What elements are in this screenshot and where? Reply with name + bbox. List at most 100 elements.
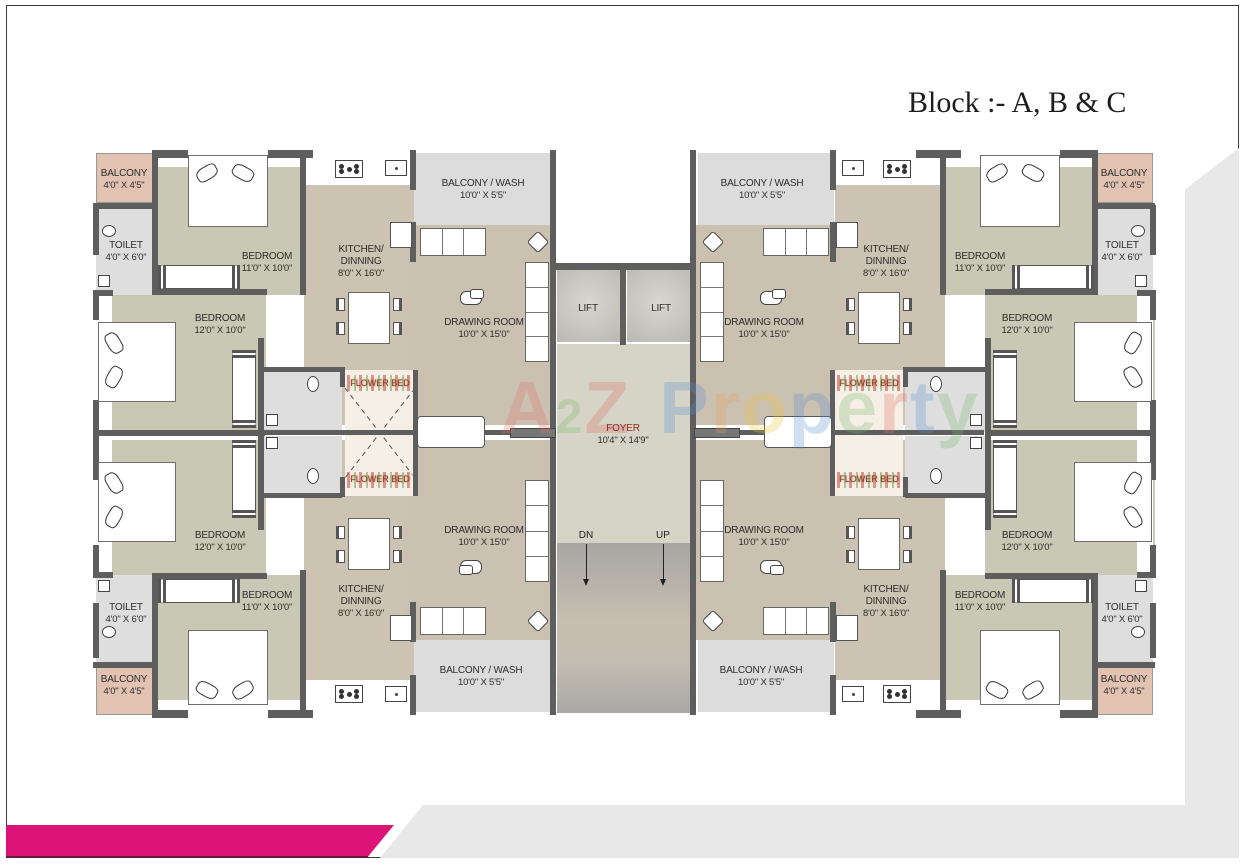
wall xyxy=(916,150,961,158)
wall xyxy=(620,265,626,345)
wall xyxy=(1060,150,1096,158)
chair-icon xyxy=(846,322,855,335)
wardrobe-tr-2 xyxy=(993,350,1017,428)
wall xyxy=(152,573,158,718)
wall xyxy=(410,222,416,262)
coffee-table-icon xyxy=(772,289,786,299)
washbasin-icon xyxy=(266,437,278,449)
chair-icon xyxy=(846,298,855,311)
washbasin-icon xyxy=(970,414,982,426)
wc-icon xyxy=(102,225,116,237)
stove-icon xyxy=(335,685,363,703)
wall xyxy=(93,572,113,578)
wall xyxy=(152,289,267,295)
wall xyxy=(1095,662,1155,668)
sofa-bl-side xyxy=(525,480,549,582)
wall xyxy=(916,710,961,718)
wc-icon xyxy=(1131,626,1145,638)
wall xyxy=(152,573,267,579)
dining-table-tl xyxy=(348,292,390,344)
decorative-grey-band xyxy=(380,805,1239,858)
wall xyxy=(413,370,418,496)
chair-icon xyxy=(336,550,345,563)
chair-icon xyxy=(846,550,855,563)
chair-icon xyxy=(393,526,402,539)
wall xyxy=(830,222,836,262)
wc-icon xyxy=(930,468,942,484)
wall xyxy=(152,150,188,158)
wall xyxy=(1150,545,1156,575)
washbasin-icon xyxy=(970,437,982,449)
wall xyxy=(1150,205,1156,255)
wall xyxy=(905,367,985,372)
wall xyxy=(268,710,313,718)
wall xyxy=(152,150,158,295)
watermark-char: 2 xyxy=(555,391,585,444)
wall xyxy=(93,203,155,209)
wall xyxy=(1150,603,1156,658)
watermark-char: t xyxy=(909,366,937,449)
wall xyxy=(152,710,188,718)
stair-up-label: UP xyxy=(656,530,670,541)
stove-icon xyxy=(335,160,363,178)
wall xyxy=(1095,203,1155,209)
lift-left xyxy=(557,270,621,342)
decorative-grey-panel xyxy=(1185,148,1239,838)
wall xyxy=(410,675,416,715)
wall xyxy=(262,493,342,498)
chair-icon xyxy=(336,526,345,539)
watermark-char: p xyxy=(788,366,836,449)
chair-icon xyxy=(903,526,912,539)
room-wash-br xyxy=(698,640,834,712)
fridge-icon xyxy=(390,222,412,248)
watermark-char: P xyxy=(659,366,711,449)
wardrobe-tl-1 xyxy=(158,265,240,289)
label-lift-left: LIFT xyxy=(578,303,598,314)
washbasin-icon xyxy=(266,414,278,426)
wardrobe-br-1 xyxy=(1012,579,1094,603)
wardrobe-tl-2 xyxy=(232,350,256,428)
wall xyxy=(830,370,835,496)
sofa-tr-top xyxy=(763,228,829,256)
room-balcony-bl xyxy=(96,665,154,715)
wall xyxy=(262,367,342,372)
wc-icon xyxy=(1131,225,1145,237)
stair-down-arrow xyxy=(583,544,589,586)
room-wash-tl xyxy=(414,153,550,225)
bed-tl-1 xyxy=(188,155,268,227)
chair-icon xyxy=(903,298,912,311)
wall xyxy=(940,570,946,715)
watermark-char: Z xyxy=(584,366,632,449)
door-right xyxy=(694,428,740,438)
room-balcony-tr xyxy=(1095,153,1153,203)
lift-right xyxy=(627,270,691,342)
wall xyxy=(985,338,991,530)
wall xyxy=(93,400,99,480)
sofa-tr-side xyxy=(700,262,724,362)
sink-icon xyxy=(385,160,407,176)
wall xyxy=(1137,290,1156,296)
flower-bed-label-lt: FLOWER BED xyxy=(350,378,410,388)
wall xyxy=(410,150,416,190)
dining-table-bl xyxy=(348,518,390,570)
wall xyxy=(830,675,836,715)
flower-bed-label-lb: FLOWER BED xyxy=(350,474,410,484)
chair-icon xyxy=(336,298,345,311)
